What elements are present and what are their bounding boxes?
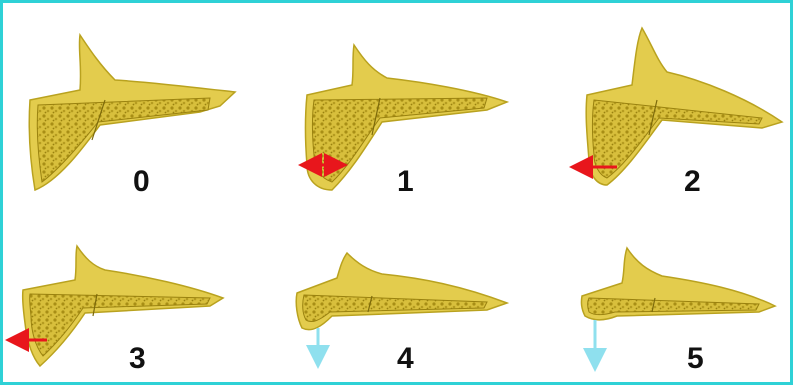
- panel-5: 5: [537, 198, 793, 387]
- panel-4: 4: [272, 198, 534, 387]
- panel-1: 1: [272, 10, 534, 199]
- jaw-bone-illustration-2: [537, 10, 787, 195]
- panel-number-2: 2: [684, 167, 701, 197]
- jaw-bone-illustration-1: [272, 10, 512, 195]
- panel-number-4: 4: [397, 344, 414, 374]
- panel-number-5: 5: [687, 344, 704, 374]
- jaw-bone-illustration-5: [537, 198, 787, 383]
- panel-number-1: 1: [397, 167, 414, 197]
- panel-3: 3: [5, 198, 267, 387]
- panel-0: 0: [10, 10, 272, 199]
- jaw-bone-illustration-3: [5, 198, 245, 383]
- jaw-bone-illustration-0: [10, 10, 250, 195]
- jaw-bone-illustration-4: [272, 198, 512, 383]
- panel-number-3: 3: [129, 344, 146, 374]
- panel-number-0: 0: [133, 167, 150, 197]
- panel-2: 2: [537, 10, 793, 199]
